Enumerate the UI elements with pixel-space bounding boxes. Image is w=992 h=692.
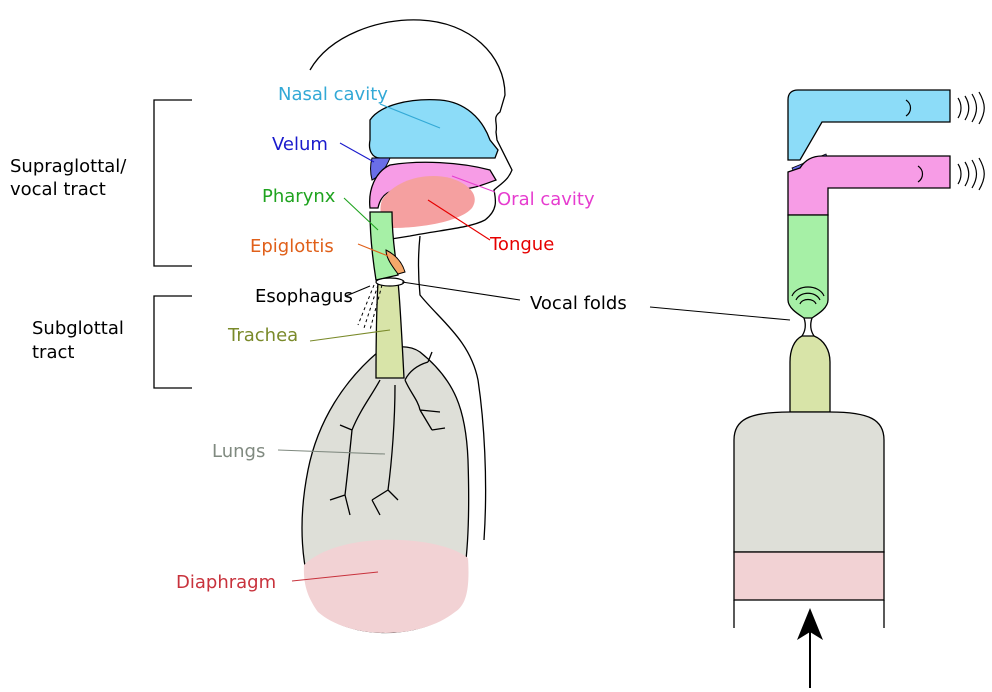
group-label-supraglottal: Supraglottal/ <box>10 156 127 177</box>
group-label-subglottal-line2: tract <box>32 342 74 363</box>
label-nasal-cavity: Nasal cavity <box>278 84 388 105</box>
schematic-vocal-folds <box>802 318 814 336</box>
vocal-folds-shape <box>376 278 404 286</box>
label-esophagus: Esophagus <box>255 286 353 307</box>
schematic-trachea <box>790 336 830 412</box>
leader-vocal-folds-right <box>650 307 790 320</box>
schematic-model <box>734 90 984 688</box>
schematic-nasal-tube <box>788 90 950 160</box>
group-brackets <box>154 100 192 388</box>
label-trachea: Trachea <box>227 325 298 346</box>
group-label-subglottal: Subglottal <box>32 318 124 339</box>
label-vocal-folds: Vocal folds <box>530 293 627 314</box>
label-lungs: Lungs <box>212 441 265 462</box>
schematic-diaphragm <box>734 552 884 600</box>
nasal-cavity-shape <box>369 100 498 158</box>
schematic-pharynx <box>788 215 828 318</box>
label-tongue: Tongue <box>489 234 554 255</box>
up-arrow-icon <box>797 608 823 688</box>
label-velum: Velum <box>272 134 328 155</box>
subglottal-bracket <box>154 296 192 388</box>
supraglottal-bracket <box>154 100 192 266</box>
diaphragm-shape <box>304 540 469 633</box>
label-diaphragm: Diaphragm <box>176 572 276 593</box>
group-label-supraglottal-line2: vocal tract <box>10 179 106 200</box>
schematic-oral-tube <box>788 156 950 215</box>
schematic-lungs <box>734 412 884 552</box>
label-pharynx: Pharynx <box>262 186 336 207</box>
label-oral-cavity: Oral cavity <box>497 189 595 210</box>
label-epiglottis: Epiglottis <box>250 236 334 257</box>
